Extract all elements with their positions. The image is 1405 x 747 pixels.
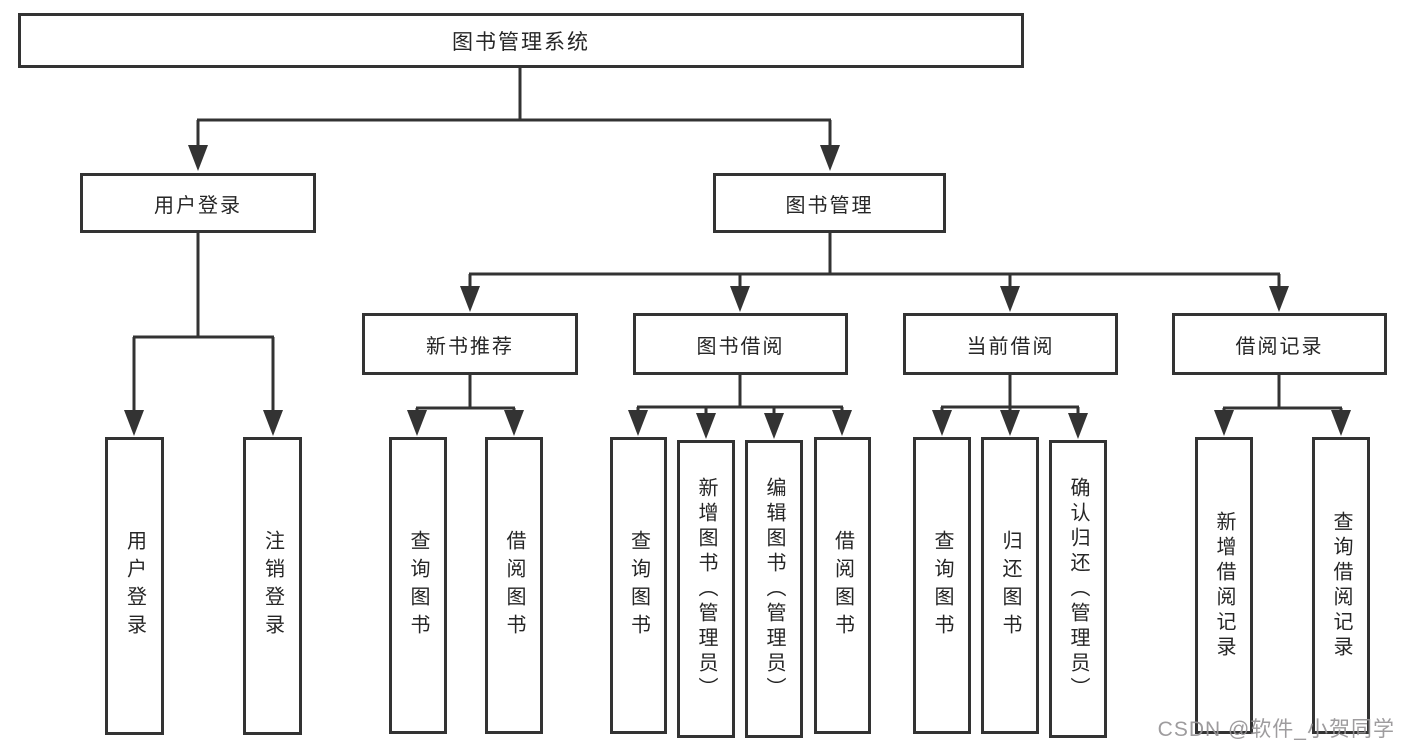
arrow-down-icon xyxy=(1000,286,1020,312)
arrow-down-icon xyxy=(820,145,840,171)
connector-book-management-to-level3 xyxy=(460,233,1289,312)
arrow-down-icon xyxy=(932,410,952,436)
arrow-down-icon xyxy=(460,286,480,312)
arrow-down-icon xyxy=(188,145,208,171)
arrow-down-icon xyxy=(1068,413,1088,439)
arrow-down-icon xyxy=(730,286,750,312)
leaf-user-login: 用户登录 xyxy=(105,437,164,735)
arrow-down-icon xyxy=(407,410,427,436)
leaf-borrow-books: 借阅图书 xyxy=(814,437,871,734)
connector-book-borrow-to-leaves xyxy=(628,375,852,439)
leaf-confirm-return-admin: 确认归还（管理员） xyxy=(1049,440,1107,738)
leaf-add-books-admin: 新增图书（管理员） xyxy=(677,440,735,738)
connector-current-borrow-to-leaves xyxy=(932,375,1088,439)
csdn-watermark: CSDN @软件_小贺同学 xyxy=(1157,718,1395,741)
leaf-edit-books-admin: 编辑图书（管理员） xyxy=(745,440,803,738)
arrow-down-icon xyxy=(1214,410,1234,436)
node-user-login: 用户登录 xyxy=(80,173,316,233)
connector-root-to-level2 xyxy=(188,68,840,171)
leaf-query-borrow-record: 查询借阅记录 xyxy=(1312,437,1370,734)
leaf-query-books-borrow: 查询图书 xyxy=(610,437,667,734)
connector-borrow-records-to-leaves xyxy=(1214,375,1351,436)
arrow-down-icon xyxy=(628,410,648,436)
arrow-down-icon xyxy=(1000,410,1020,436)
leaf-logout-login: 注销登录 xyxy=(243,437,302,735)
leaf-query-books-recommend: 查询图书 xyxy=(389,437,447,734)
arrow-down-icon xyxy=(1331,410,1351,436)
arrow-down-icon xyxy=(1269,286,1289,312)
arrow-down-icon xyxy=(124,410,144,436)
leaf-return-books: 归还图书 xyxy=(981,437,1039,734)
node-book-management: 图书管理 xyxy=(713,173,946,233)
arrow-down-icon xyxy=(263,410,283,436)
arrow-down-icon xyxy=(832,410,852,436)
node-new-book-recommend: 新书推荐 xyxy=(362,313,578,375)
node-library-management-system: 图书管理系统 xyxy=(18,13,1024,68)
arrow-down-icon xyxy=(764,413,784,439)
node-current-borrow: 当前借阅 xyxy=(903,313,1118,375)
leaf-query-books-current: 查询图书 xyxy=(913,437,971,734)
node-borrow-records: 借阅记录 xyxy=(1172,313,1387,375)
connector-new-book-to-leaves xyxy=(407,375,524,436)
arrow-down-icon xyxy=(696,413,716,439)
leaf-add-borrow-record: 新增借阅记录 xyxy=(1195,437,1253,734)
node-book-borrow: 图书借阅 xyxy=(633,313,848,375)
arrow-down-icon xyxy=(504,410,524,436)
leaf-borrow-books-recommend: 借阅图书 xyxy=(485,437,543,734)
connector-user-login-to-leaves xyxy=(124,233,283,436)
